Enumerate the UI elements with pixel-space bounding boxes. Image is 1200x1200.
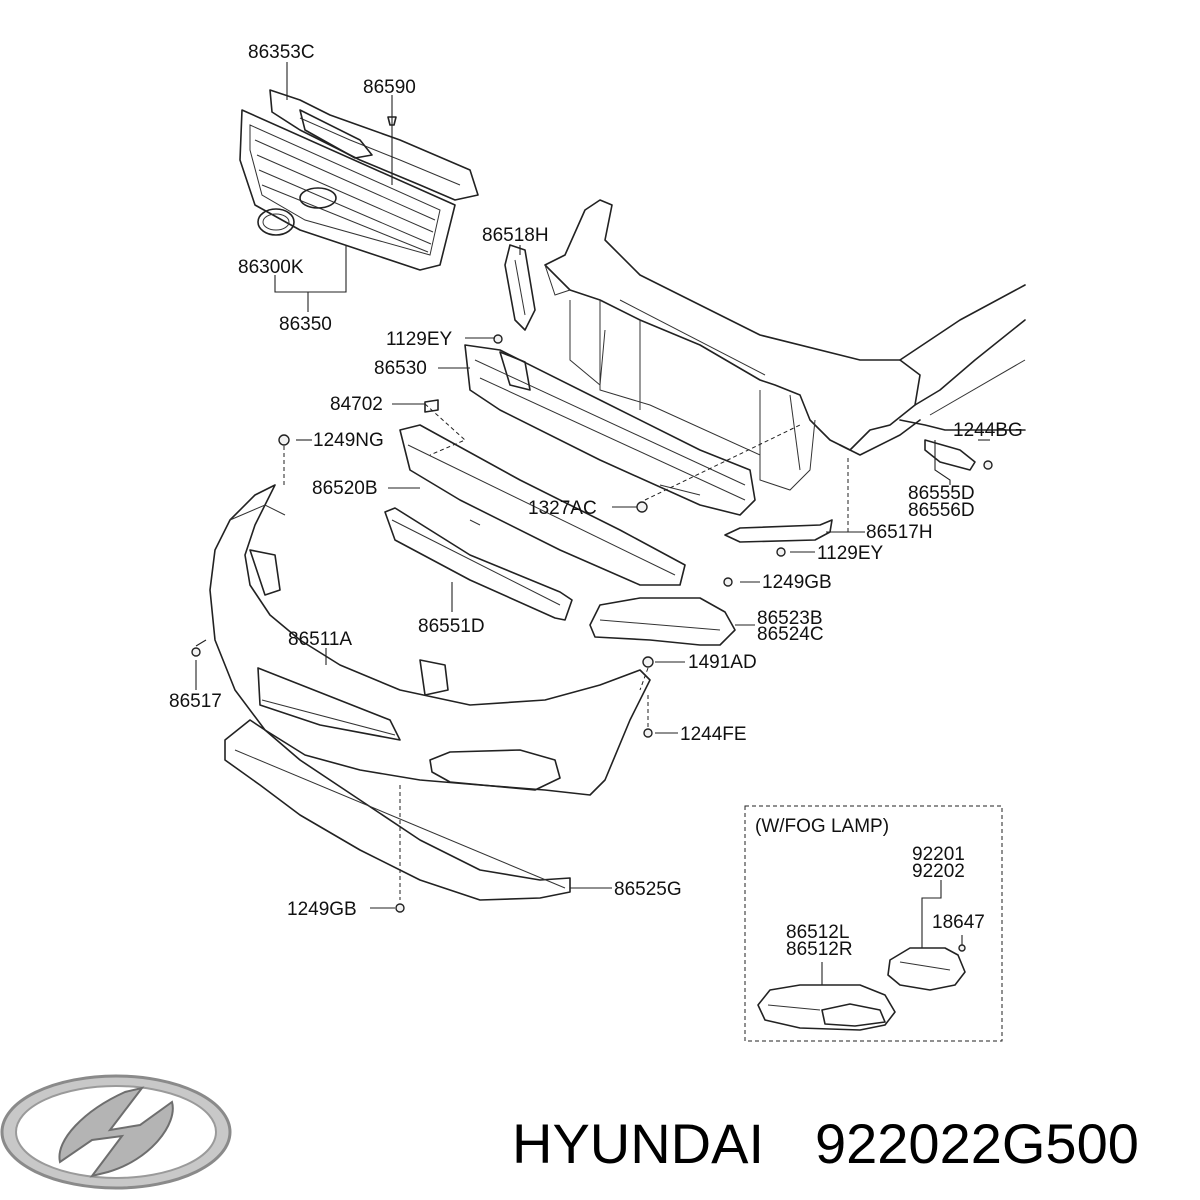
- label-86524C: 86524C: [757, 624, 824, 645]
- label-86555D: 86555D: [908, 483, 975, 504]
- label-1244FE: 1244FE: [680, 724, 747, 745]
- label-1244BG: 1244BG: [953, 420, 1023, 441]
- label-86512L: 86512L: [786, 922, 849, 943]
- label-86525G: 86525G: [614, 879, 682, 900]
- label-86590: 86590: [363, 77, 416, 98]
- fog-lamp-92201: [887, 944, 966, 991]
- grille-lower-86551D: [384, 507, 573, 621]
- part-labels: 86353C 86590 86518H 86300K 86350 1129EY …: [169, 42, 1023, 920]
- label-86520B: 86520B: [312, 478, 378, 499]
- front-fender: [899, 284, 1026, 431]
- label-86556D: 86556D: [908, 500, 975, 521]
- label-86350: 86350: [279, 314, 332, 335]
- label-86551D: 86551D: [418, 616, 485, 637]
- fog-lamp-title: (W/FOG LAMP): [755, 816, 889, 837]
- kia-emblem: [257, 208, 295, 236]
- label-86523B: 86523B: [757, 608, 823, 629]
- bumper-beam-86530: [464, 344, 756, 516]
- absorber-86520B: [399, 424, 686, 586]
- label-18647: 18647: [932, 912, 985, 933]
- clip-86590: [387, 116, 397, 126]
- fog-lamp-inset: (W/FOG LAMP) 92201 92202 18647 86512L 86…: [744, 805, 1003, 1042]
- label-86517: 86517: [169, 691, 222, 712]
- bracket-86518H: [504, 244, 536, 331]
- fasteners: [191, 334, 993, 913]
- radiator-grille: [239, 89, 479, 271]
- label-86300K: 86300K: [238, 257, 304, 278]
- hyundai-logo: [0, 1074, 232, 1190]
- garnish-86523B: [589, 597, 736, 646]
- label-1249GB-a: 1249GB: [762, 572, 832, 593]
- label-92201: 92201: [912, 844, 965, 865]
- label-1327AC: 1327AC: [528, 498, 597, 519]
- label-1249GB-b: 1249GB: [287, 899, 357, 920]
- label-86530: 86530: [374, 358, 427, 379]
- label-86353C: 86353C: [248, 42, 315, 63]
- fog-lamp-bezel-86512L: [757, 984, 896, 1031]
- label-86511A: 86511A: [288, 629, 352, 650]
- label-1129EY-b: 1129EY: [817, 543, 884, 564]
- label-84702: 84702: [330, 394, 383, 415]
- label-92202: 92202: [912, 861, 965, 882]
- radiator-support: [544, 199, 921, 491]
- leader-lines: [195, 62, 990, 909]
- lower-lip-86525G: [224, 719, 571, 901]
- label-1129EY-a: 1129EY: [386, 329, 453, 350]
- label-1491AD: 1491AD: [688, 652, 757, 673]
- label-86512R: 86512R: [786, 939, 853, 960]
- label-86517H: 86517H: [866, 522, 933, 543]
- part-number: 922022G500: [815, 1112, 1139, 1175]
- brand-name: HYUNDAI: [512, 1112, 764, 1175]
- bracket-86517H: [724, 519, 833, 543]
- label-1249NG: 1249NG: [313, 430, 384, 451]
- bumper-cover-86511A: [209, 484, 651, 796]
- bracket-86555D: [924, 439, 976, 471]
- label-86518H: 86518H: [482, 225, 549, 246]
